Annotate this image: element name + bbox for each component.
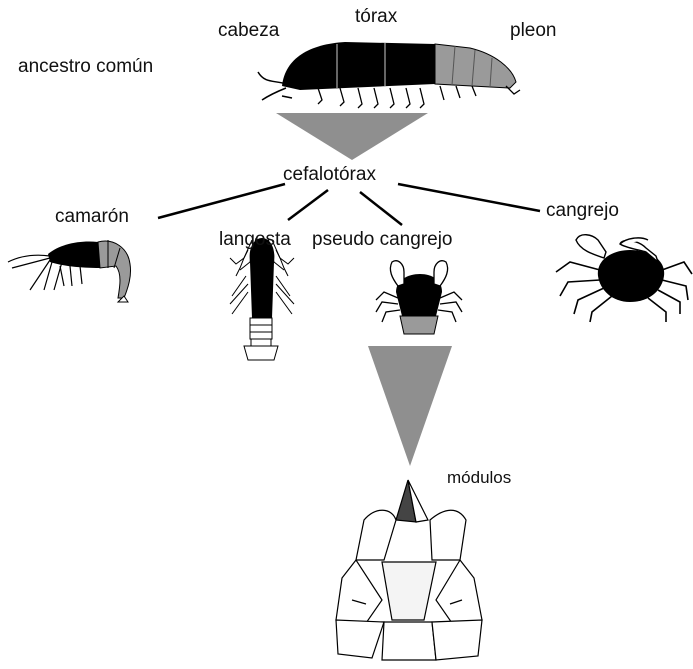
cephalothorax-label: cefalotórax (283, 164, 376, 186)
crab-drawing (556, 235, 692, 322)
isopod-ancestor-drawing (258, 42, 520, 108)
head-label: cabeza (218, 20, 279, 42)
pseudo-crab-label: pseudo cangrejo (312, 229, 453, 251)
shrimp-label: camarón (55, 206, 129, 228)
carapace-modules-drawing (336, 480, 482, 660)
modules-label: módulos (447, 468, 511, 488)
ancestor-label: ancestro común (18, 56, 153, 78)
lobster-label: langosta (219, 229, 291, 251)
branch-lines (158, 184, 540, 225)
crab-label: cangrejo (546, 200, 619, 222)
pseudo-crab-drawing (376, 261, 462, 334)
upper-triangle (276, 113, 428, 160)
lobster-drawing (230, 238, 294, 360)
lower-triangle (368, 346, 452, 466)
shrimp-drawing (8, 240, 131, 302)
thorax-label: tórax (355, 6, 397, 28)
pleon-label: pleon (510, 20, 557, 42)
